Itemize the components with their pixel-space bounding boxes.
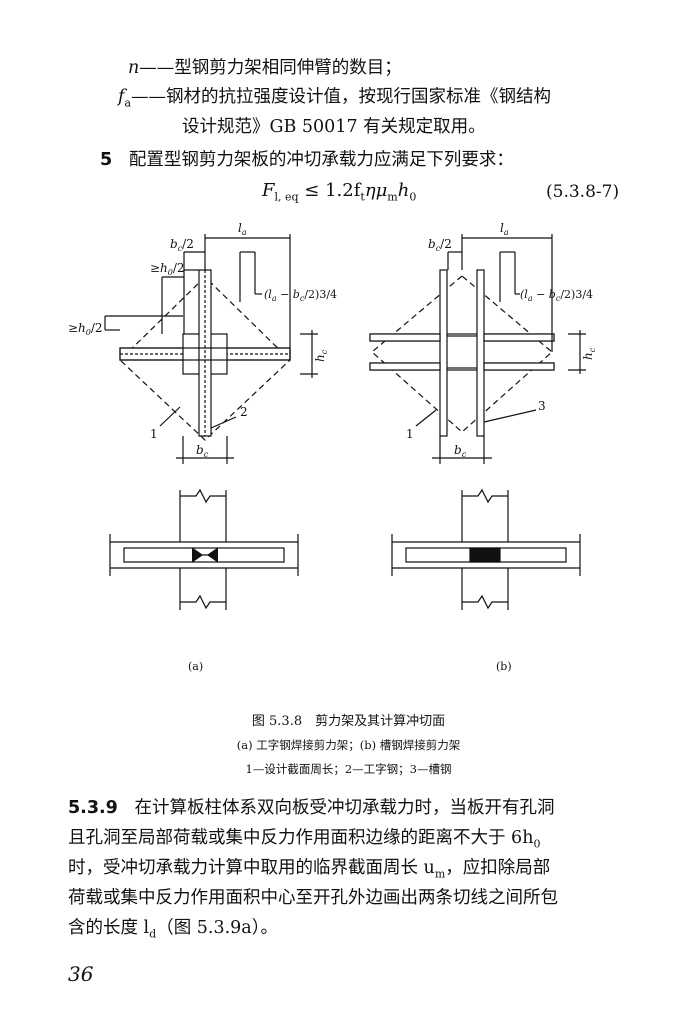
figure-subcaption-1: (a) 工字钢焊接剪力架；(b) 槽钢焊接剪力架 (236, 738, 461, 752)
label-bc-a: bc (196, 443, 209, 459)
label-1-b: 1 (406, 427, 414, 441)
formula: Fl, eq ≤ 1.2ftημmh0 (262, 180, 416, 204)
label-bc-b: bc (454, 443, 467, 459)
clause-5-3-9-line3: 时，受冲切承载力计算中取用的临界截面周长 um，应扣除局部 (68, 858, 551, 881)
clause-sub-0: 0 (533, 837, 541, 851)
label-hc-a: hc (313, 349, 329, 362)
clause-text-3b: ，应扣除局部 (445, 858, 551, 878)
section-a (109, 488, 299, 610)
subfigure-label-b: (b) (496, 660, 512, 673)
label-hc-b: hc (581, 347, 597, 360)
formula-eta-mu: ημ (364, 180, 388, 201)
label-expr-b: (la − bc/2)3/4 (520, 288, 593, 303)
formula-sub-leq: l, eq (274, 190, 299, 204)
section-b (391, 488, 581, 610)
def-fa-symbol: f (118, 87, 125, 107)
clause-text-3: 时，受冲切承载力计算中取用的临界截面周长 u (68, 858, 435, 878)
label-h0-left: ≥h0/2 (68, 321, 103, 337)
figure-subcaption-2: 1—设计截面周长；2—工字钢；3—槽钢 (245, 762, 452, 776)
clause-5-3-9-line5: 含的长度 ld（图 5.3.9a）。 (68, 918, 278, 941)
item-5-text: 配置型钢剪力架板的冲切承载力应满足下列要求： (128, 150, 514, 170)
def-fa: fa——钢材的抗拉强度设计值，按现行国家标准《钢结构 (118, 87, 552, 110)
label-2-a: 2 (240, 405, 248, 419)
clause-number: 5.3.9 (68, 798, 118, 818)
clause-text-1: 在计算板柱体系双向板受冲切承载力时，当板开有孔洞 (134, 798, 555, 818)
def-fa-cont: 设计规范》GB 50017 有关规定取用。 (182, 117, 486, 137)
label-expr-a: (la − bc/2)3/4 (264, 288, 337, 303)
figure-5-3-8: la bc/2 ≥h0/2 ≥h0/2 (la − bc/2)3/4 hc bc… (68, 221, 597, 673)
def-n-symbol: n (128, 58, 140, 78)
clause-5-3-9-line4: 荷载或集中反力作用面积中心至开孔外边画出两条切线之间所包 (68, 888, 558, 908)
column-b (445, 335, 479, 369)
page-number: 36 (68, 962, 94, 986)
def-n-text: ——型钢剪力架相同伸臂的数目； (139, 58, 402, 78)
clause-text-2: 且孔洞至局部荷载或集中反力作用面积边缘的距离不大于 6h (68, 828, 534, 848)
item-5-number: 5 (100, 150, 113, 170)
formula-F: F (262, 180, 275, 201)
label-h0-top: ≥h0/2 (150, 261, 185, 277)
label-la-a: la (238, 221, 247, 237)
formula-h: h (397, 180, 410, 201)
def-fa-sub: a (124, 96, 132, 110)
item-5: 5 配置型钢剪力架板的冲切承载力应满足下列要求： (100, 150, 514, 170)
def-fa-text: ——钢材的抗拉强度设计值，按现行国家标准《钢结构 (131, 87, 552, 107)
label-3-b: 3 (538, 399, 546, 413)
figure-title: 图 5.3.8 剪力架及其计算冲切面 (251, 714, 446, 729)
clause-5-3-9-line1: 5.3.9 在计算板柱体系双向板受冲切承载力时，当板开有孔洞 (68, 798, 555, 818)
clause-sub-d: d (149, 927, 157, 941)
clause-text-5b: （图 5.3.9a）。 (156, 918, 278, 938)
clause-sub-m: m (434, 867, 446, 881)
channel-vertical-left (439, 269, 448, 437)
formula-sub-0: 0 (409, 190, 417, 204)
critical-perimeter-a (119, 276, 291, 441)
formula-sub-m: m (387, 190, 398, 204)
def-n: n——型钢剪力架相同伸臂的数目； (128, 58, 402, 78)
subfigure-label-a: (a) (188, 660, 203, 673)
channel-vertical-right (476, 269, 485, 437)
label-la-b: la (500, 221, 509, 237)
label-bc2-a: bc/2 (170, 237, 194, 253)
clause-text-5: 含的长度 l (68, 918, 150, 938)
clause-5-3-9-line2: 且孔洞至局部荷载或集中反力作用面积边缘的距离不大于 6h0 (68, 828, 541, 851)
equation-number: (5.3.8-7) (546, 182, 620, 202)
formula-coef: ≤ 1.2f (298, 180, 361, 201)
label-bc2-b: bc/2 (428, 237, 452, 253)
formula-sub-t: t (360, 190, 365, 204)
label-1-a: 1 (150, 427, 158, 441)
